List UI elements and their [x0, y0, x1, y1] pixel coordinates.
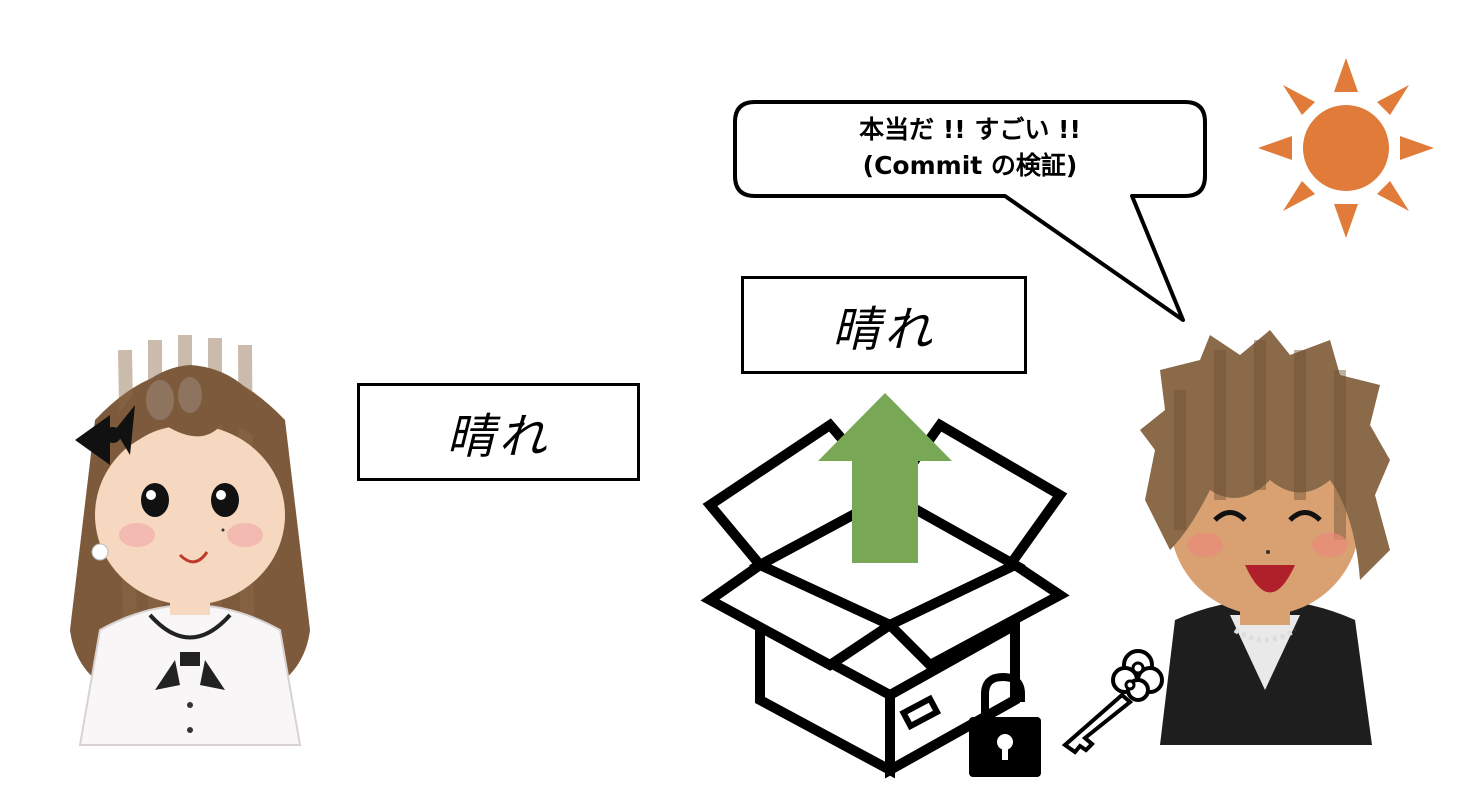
up-arrow-icon [818, 393, 952, 563]
sun-icon [1258, 58, 1434, 238]
girl-character-illustration [70, 335, 310, 746]
note-card-left: 晴れ [357, 383, 640, 481]
speech-line-2: (Commit の検証) [862, 151, 1078, 180]
boy-character-illustration [1140, 330, 1390, 745]
speech-bubble [733, 100, 1207, 322]
note-card-revealed: 晴れ [741, 276, 1027, 374]
key-icon [1061, 649, 1164, 755]
speech-bubble-text: 本当だ !! すごい !! (Commit の検証) [740, 112, 1200, 184]
unlocked-padlock-icon [969, 672, 1041, 777]
speech-line-1: 本当だ !! すごい !! [859, 115, 1081, 144]
handwritten-note-text: 晴れ [446, 409, 551, 465]
handwritten-note-text: 晴れ [831, 302, 936, 358]
